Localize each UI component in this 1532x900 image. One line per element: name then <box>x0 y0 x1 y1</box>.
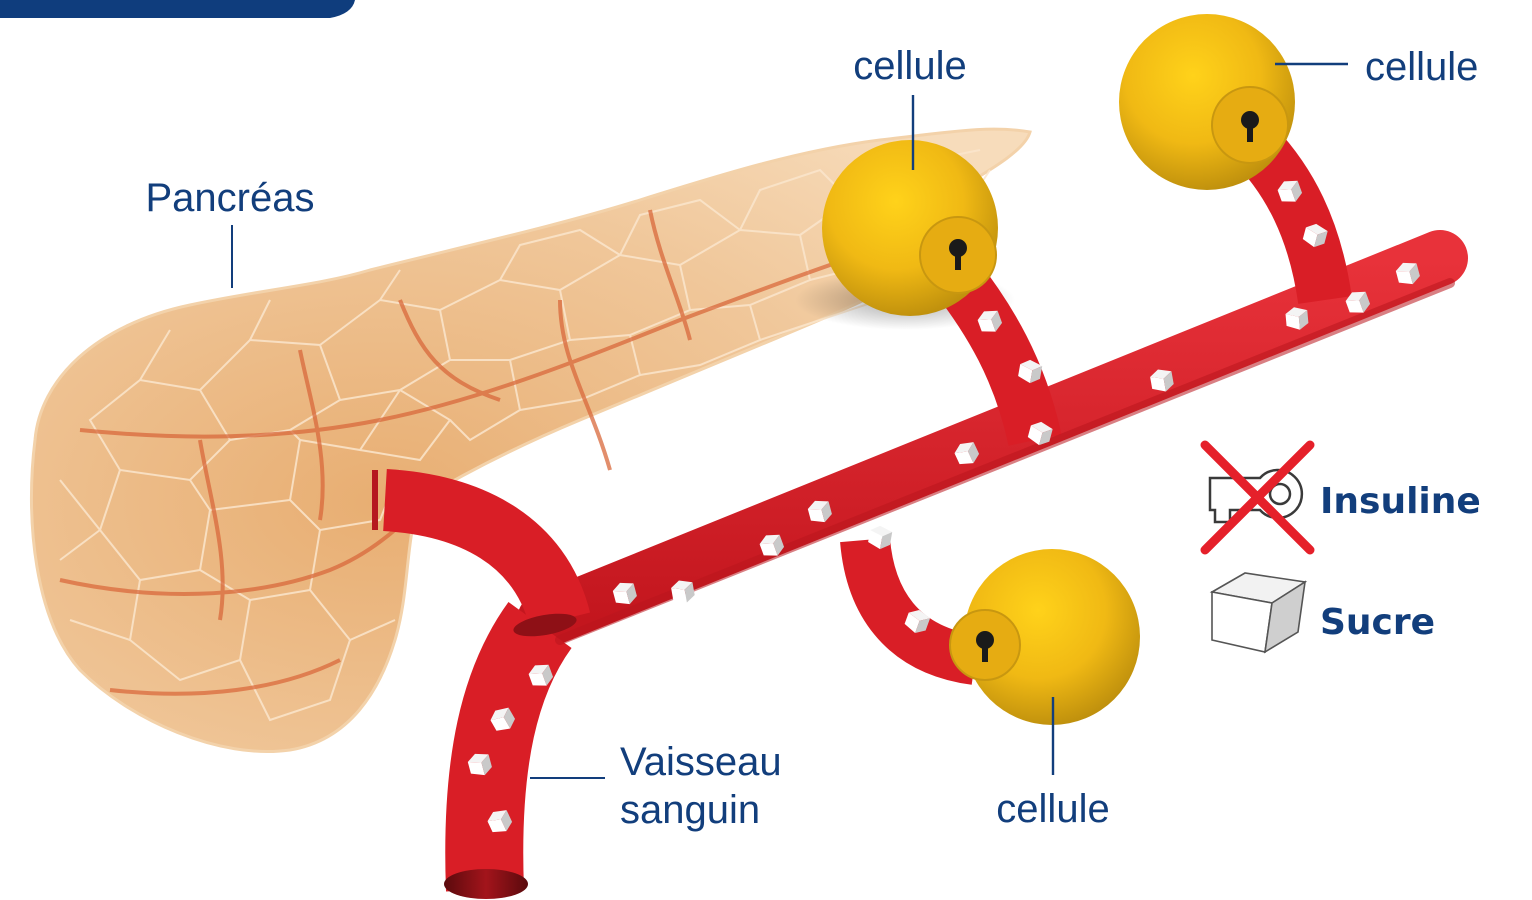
legend-insulin-label: Insuline <box>1320 481 1481 522</box>
cell-bottom-label: cellule <box>996 787 1109 831</box>
crossed-out-key-icon <box>1205 445 1310 550</box>
legend: Insuline Sucre <box>1205 445 1481 652</box>
sugar-cube-icon <box>1212 573 1305 652</box>
vessel-label-line2: sanguin <box>620 788 760 832</box>
cell-top <box>822 140 998 316</box>
vessel-branch-pancreas <box>385 500 560 620</box>
keyhole-slot <box>955 252 961 270</box>
legend-sugar-label: Sucre <box>1320 602 1435 643</box>
vessel-label-line1: Vaisseau <box>620 740 782 784</box>
keyhole-slot <box>1247 124 1253 142</box>
header-band <box>0 0 355 18</box>
cell-top-right <box>1119 14 1295 190</box>
pancreas-label: Pancréas <box>146 176 315 220</box>
cell-top-label: cellule <box>853 44 966 88</box>
vessel-trunk-down <box>484 625 540 890</box>
cell-bottom <box>950 549 1140 725</box>
keyhole-slot <box>982 644 988 662</box>
vessel-opening <box>444 869 528 899</box>
cell-top-right-label: cellule <box>1365 45 1478 89</box>
